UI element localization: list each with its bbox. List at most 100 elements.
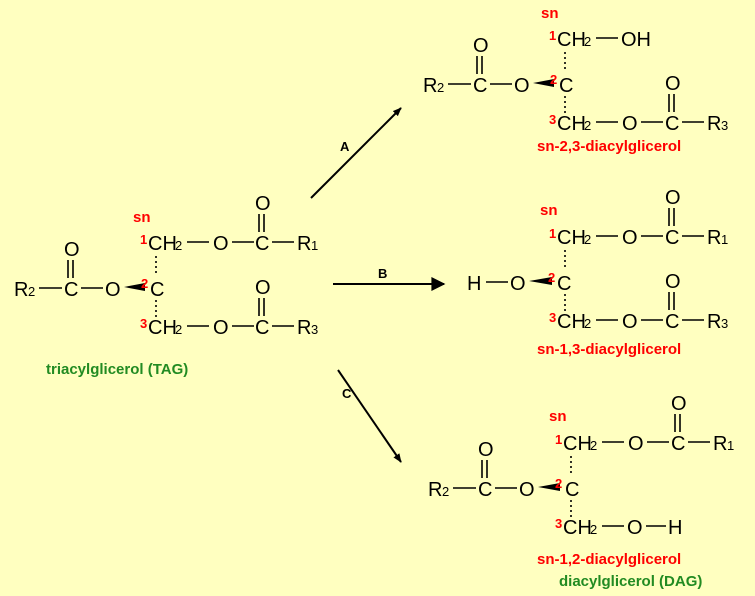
glycerol-carbon-sn2-a: C bbox=[559, 75, 573, 97]
carbonyl-oxygen-sn2-a: O bbox=[473, 35, 489, 57]
position-2-c: 2 bbox=[555, 476, 562, 491]
carbonyl-carbon-sn3-tag: C bbox=[255, 317, 269, 339]
r2-index-c: 2 bbox=[442, 484, 449, 499]
ch2-sn3-c: CH bbox=[563, 517, 592, 539]
carbonyl-oxygen-sn2-c: O bbox=[478, 439, 494, 461]
r2-c: R bbox=[428, 479, 442, 501]
ch2-sub-sn1-a: 2 bbox=[584, 34, 591, 49]
ch2-sub-sn3-c: 2 bbox=[590, 522, 597, 537]
r3-b: R bbox=[707, 311, 721, 333]
carbonyl-oxygen-sn1-tag: O bbox=[255, 193, 271, 215]
position-2-b: 2 bbox=[548, 270, 555, 285]
reaction-arrows: A B C bbox=[310, 107, 446, 463]
sn-label-a: sn bbox=[541, 5, 559, 22]
sn-label-c: sn bbox=[549, 408, 567, 425]
carbonyl-carbon-sn2-c: C bbox=[478, 479, 492, 501]
ch2-sub-sn1-b: 2 bbox=[584, 232, 591, 247]
wedge-bond bbox=[529, 277, 552, 285]
hydrogen-sn2-b: H bbox=[467, 273, 481, 295]
tag-label: triacylglicerol (TAG) bbox=[46, 361, 188, 378]
r3-index-a: 3 bbox=[721, 118, 728, 133]
position-1-tag: 1 bbox=[140, 232, 147, 247]
ch2-sub-sn1-tag: 2 bbox=[175, 238, 182, 253]
carbonyl-carbon-sn1-tag: C bbox=[255, 233, 269, 255]
ch2-sn3-tag: CH bbox=[148, 317, 177, 339]
ch2-sn1-tag: CH bbox=[148, 233, 177, 255]
r3-a: R bbox=[707, 113, 721, 135]
ch2-sn3-b: CH bbox=[557, 311, 586, 333]
carbonyl-carbon-sn1-b: C bbox=[665, 227, 679, 249]
sn-label-b: sn bbox=[540, 202, 558, 219]
product-sn-1-3: sn 1 CH 2 O C O R 1 H O 2 C 3 CH 2 O C O bbox=[467, 187, 728, 358]
position-1-c: 1 bbox=[555, 432, 562, 447]
arrow-b-label: B bbox=[378, 266, 387, 281]
wedge-bond bbox=[124, 283, 145, 291]
product-a-name: sn-2,3-diacylglicerol bbox=[537, 138, 681, 155]
wedge-bond bbox=[538, 483, 560, 491]
ch2-sub-sn1-c: 2 bbox=[590, 438, 597, 453]
r1-index-b: 1 bbox=[721, 232, 728, 247]
glycerol-carbon-sn2-c: C bbox=[565, 479, 579, 501]
hydroxyl-oxygen-sn2-b: O bbox=[510, 273, 526, 295]
ch2-sn1-b: CH bbox=[557, 227, 586, 249]
position-3-a: 3 bbox=[549, 112, 556, 127]
hydroxyl-oxygen-sn3-c: O bbox=[627, 517, 643, 539]
r1-b: R bbox=[707, 227, 721, 249]
product-b-name: sn-1,3-diacylglicerol bbox=[537, 341, 681, 358]
ch2-sub-sn3-tag: 2 bbox=[175, 322, 182, 337]
carbonyl-carbon-sn2-a: C bbox=[473, 75, 487, 97]
carbonyl-carbon-sn3-a: C bbox=[665, 113, 679, 135]
ch2-sn1-a: CH bbox=[557, 29, 586, 51]
carbonyl-oxygen-sn3-tag: O bbox=[255, 277, 271, 299]
carbonyl-oxygen-sn3-a: O bbox=[665, 73, 681, 95]
wedge-bond bbox=[533, 79, 554, 87]
glycerol-carbon-sn2-tag: C bbox=[150, 279, 164, 301]
position-2-a: 2 bbox=[550, 72, 557, 87]
r1-c: R bbox=[713, 433, 727, 455]
carbonyl-oxygen-sn1-c: O bbox=[671, 393, 687, 415]
position-2-tag: 2 bbox=[141, 276, 148, 291]
ester-oxygen-sn1-b: O bbox=[622, 227, 638, 249]
position-1-a: 1 bbox=[549, 28, 556, 43]
r3-tag: R bbox=[297, 317, 311, 339]
arrow-a bbox=[310, 107, 402, 199]
r3-index-tag: 3 bbox=[311, 322, 318, 337]
product-c-name: sn-1,2-diacylglicerol bbox=[537, 551, 681, 568]
carbonyl-oxygen-sn1-b: O bbox=[665, 187, 681, 209]
ch2-sub-sn3-a: 2 bbox=[584, 118, 591, 133]
glycerol-carbon-sn2-b: C bbox=[557, 273, 571, 295]
product-sn-1-2: sn 1 CH 2 O C O R 1 R 2 C O O 2 C 3 CH 2 bbox=[428, 393, 734, 590]
ester-oxygen-sn2-c: O bbox=[519, 479, 535, 501]
sn-label-tag: sn bbox=[133, 209, 151, 226]
position-3-c: 3 bbox=[555, 516, 562, 531]
r1-tag: R bbox=[297, 233, 311, 255]
ch2-sub-sn3-b: 2 bbox=[584, 316, 591, 331]
ester-oxygen-sn3-tag: O bbox=[213, 317, 229, 339]
r2-index-tag: 2 bbox=[28, 284, 35, 299]
arrow-c bbox=[337, 369, 402, 463]
carbonyl-oxygen-sn3-b: O bbox=[665, 271, 681, 293]
triacylglycerol-molecule: sn 1 CH 2 O C O R 1 R 2 C O O 2 C 3 CH 2 bbox=[14, 193, 318, 378]
hydroxyl-sn1-a: OH bbox=[621, 29, 651, 51]
carbonyl-oxygen-sn2-tag: O bbox=[64, 239, 80, 261]
r2-index-a: 2 bbox=[437, 80, 444, 95]
position-3-tag: 3 bbox=[140, 316, 147, 331]
r1-index-c: 1 bbox=[727, 438, 734, 453]
arrow-a-label: A bbox=[340, 139, 350, 154]
ester-oxygen-sn3-b: O bbox=[622, 311, 638, 333]
product-sn-2-3: sn 1 CH 2 OH R 2 C O O 2 C 3 CH 2 O C O … bbox=[423, 5, 728, 155]
ester-oxygen-sn2-tag: O bbox=[105, 279, 121, 301]
ester-oxygen-sn2-a: O bbox=[514, 75, 530, 97]
ch2-sn3-a: CH bbox=[557, 113, 586, 135]
ester-oxygen-sn1-tag: O bbox=[213, 233, 229, 255]
position-3-b: 3 bbox=[549, 310, 556, 325]
r2-tag: R bbox=[14, 279, 28, 301]
r3-index-b: 3 bbox=[721, 316, 728, 331]
carbonyl-carbon-sn2-tag: C bbox=[64, 279, 78, 301]
arrow-c-label: C bbox=[342, 386, 352, 401]
dag-label: diacylglicerol (DAG) bbox=[559, 573, 702, 590]
hydrogen-sn3-c: H bbox=[668, 517, 682, 539]
ch2-sn1-c: CH bbox=[563, 433, 592, 455]
r1-index-tag: 1 bbox=[311, 238, 318, 253]
